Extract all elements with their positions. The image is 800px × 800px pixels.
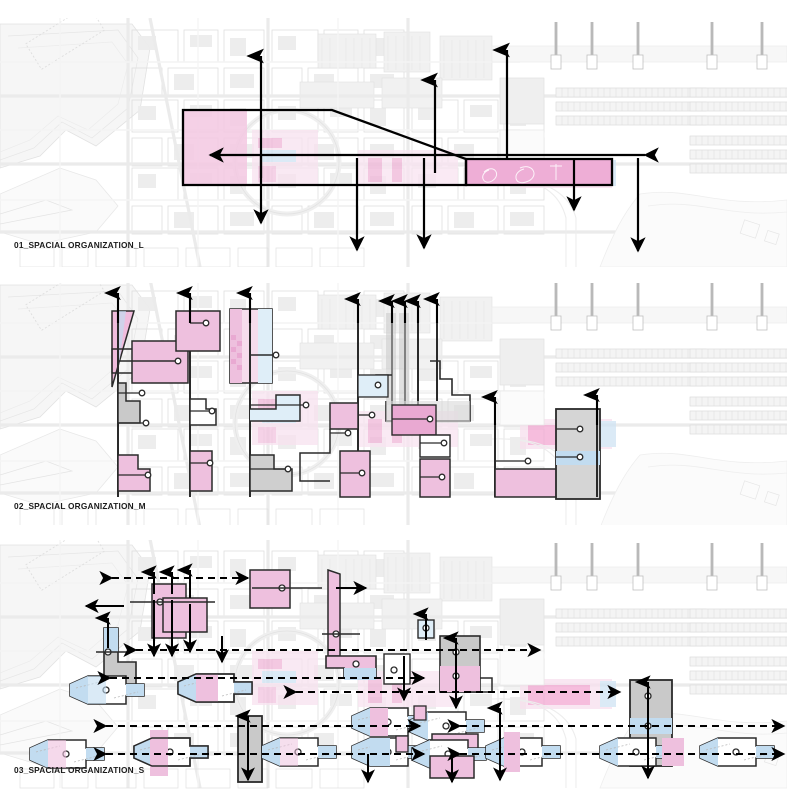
panel-2-drawing bbox=[0, 283, 787, 525]
panel-spacial-organization-l: 01_SPACIAL ORGANIZATION_L bbox=[0, 18, 787, 267]
arrow-set-large bbox=[208, 42, 659, 253]
panel-2-label: 02_SPACIAL ORGANIZATION_M bbox=[14, 501, 146, 511]
background-site-plan-1 bbox=[0, 18, 787, 267]
solid-arrow-set-small bbox=[84, 563, 655, 784]
panel-1-label: 01_SPACIAL ORGANIZATION_L bbox=[14, 240, 144, 250]
panel-spacial-organization-s: 03_SPACIAL ORGANIZATION_S bbox=[0, 540, 787, 790]
panel-1-drawing bbox=[0, 18, 787, 267]
dashed-axis-set bbox=[93, 571, 786, 761]
panel-spacial-organization-m: 02_SPACIAL ORGANIZATION_M bbox=[0, 283, 787, 525]
panel-3-label: 03_SPACIAL ORGANIZATION_S bbox=[14, 765, 145, 775]
figures-medium bbox=[111, 308, 601, 500]
panel-3-drawing bbox=[0, 540, 787, 790]
arrow-set-medium bbox=[104, 286, 600, 425]
